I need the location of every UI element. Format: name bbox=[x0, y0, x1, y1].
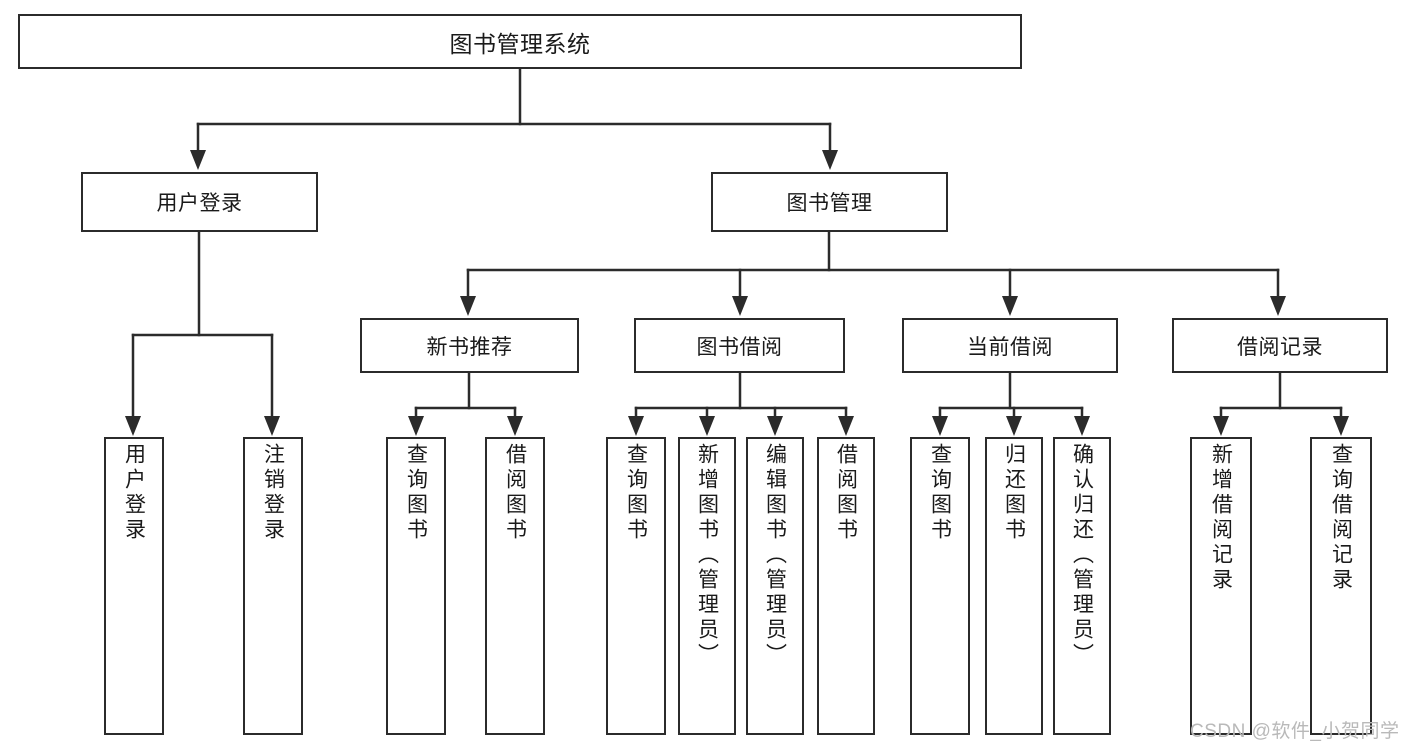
arrow-head-icon bbox=[408, 416, 424, 436]
node-box-leaf-2[interactable]: 注销登录 bbox=[243, 437, 303, 735]
arrow-head-icon bbox=[1270, 296, 1286, 316]
node-label: 借阅记录 bbox=[1237, 335, 1323, 359]
arrow-head-icon bbox=[932, 416, 948, 436]
node-box-leaf-3[interactable]: 查询图书 bbox=[386, 437, 446, 735]
arrow-head-icon bbox=[732, 296, 748, 316]
node-box-leaf-9[interactable]: 查询图书 bbox=[910, 437, 970, 735]
node-box-leaf-12[interactable]: 新增借阅记录 bbox=[1190, 437, 1252, 735]
node-label: 查询图书 bbox=[404, 443, 428, 543]
node-label: 查询图书 bbox=[928, 443, 952, 543]
node-box-leaf-8[interactable]: 借阅图书 bbox=[817, 437, 875, 735]
node-box-leaf-13[interactable]: 查询借阅记录 bbox=[1310, 437, 1372, 735]
arrow-head-icon bbox=[264, 416, 280, 436]
node-box-leaf-10[interactable]: 归还图书 bbox=[985, 437, 1043, 735]
watermark-label: CSDN @软件_小贺同学 bbox=[1190, 721, 1400, 742]
node-label: 当前借阅 bbox=[967, 335, 1053, 359]
arrow-head-icon bbox=[1213, 416, 1229, 436]
node-box-l1-b[interactable]: 图书管理 bbox=[711, 172, 948, 232]
node-label: 确认归还（管理员） bbox=[1070, 443, 1094, 668]
arrow-head-icon bbox=[1333, 416, 1349, 436]
arrow-head-icon bbox=[767, 416, 783, 436]
arrow-head-icon bbox=[628, 416, 644, 436]
arrow-head-icon bbox=[1002, 296, 1018, 316]
arrow-head-icon bbox=[838, 416, 854, 436]
node-label: 查询图书 bbox=[624, 443, 648, 543]
node-label: 图书借阅 bbox=[696, 335, 783, 359]
node-box-leaf-4[interactable]: 借阅图书 bbox=[485, 437, 545, 735]
arrow-head-icon bbox=[507, 416, 523, 436]
arrow-head-icon bbox=[1006, 416, 1022, 436]
arrow-head-icon bbox=[1074, 416, 1090, 436]
node-box-leaf-1[interactable]: 用户登录 bbox=[104, 437, 164, 735]
node-label: 新增图书（管理员） bbox=[695, 443, 719, 668]
arrow-head-icon bbox=[190, 150, 206, 170]
node-label: 新增借阅记录 bbox=[1209, 443, 1233, 593]
edge-path-group bbox=[131, 67, 1343, 429]
node-label: 注销登录 bbox=[261, 443, 285, 543]
node-label: 归还图书 bbox=[1002, 443, 1026, 543]
arrow-head-icon bbox=[822, 150, 838, 170]
node-box-l2-d[interactable]: 借阅记录 bbox=[1172, 318, 1388, 373]
node-box-leaf-6[interactable]: 新增图书（管理员） bbox=[678, 437, 736, 735]
arrow-head-icon bbox=[699, 416, 715, 436]
node-box-leaf-5[interactable]: 查询图书 bbox=[606, 437, 666, 735]
node-label: 新书推荐 bbox=[426, 335, 513, 359]
arrow-head-icon bbox=[460, 296, 476, 316]
node-box-l2-c[interactable]: 当前借阅 bbox=[902, 318, 1118, 373]
node-label: 借阅图书 bbox=[503, 443, 527, 543]
node-box-l1-a[interactable]: 用户登录 bbox=[81, 172, 318, 232]
arrow-head-icon bbox=[125, 416, 141, 436]
node-box-root[interactable]: 图书管理系统 bbox=[18, 14, 1022, 69]
node-label: 借阅图书 bbox=[834, 443, 858, 543]
node-label: 查询借阅记录 bbox=[1329, 443, 1353, 593]
node-box-leaf-11[interactable]: 确认归还（管理员） bbox=[1053, 437, 1111, 735]
node-box-l2-b[interactable]: 图书借阅 bbox=[634, 318, 845, 373]
node-label: 用户登录 bbox=[122, 443, 146, 543]
node-label: 图书管理 bbox=[786, 192, 873, 215]
node-label: 图书管理系统 bbox=[449, 30, 591, 57]
node-box-leaf-7[interactable]: 编辑图书（管理员） bbox=[746, 437, 804, 735]
node-box-l2-a[interactable]: 新书推荐 bbox=[360, 318, 579, 373]
node-label: 编辑图书（管理员） bbox=[763, 443, 787, 668]
node-label: 用户登录 bbox=[156, 192, 243, 215]
